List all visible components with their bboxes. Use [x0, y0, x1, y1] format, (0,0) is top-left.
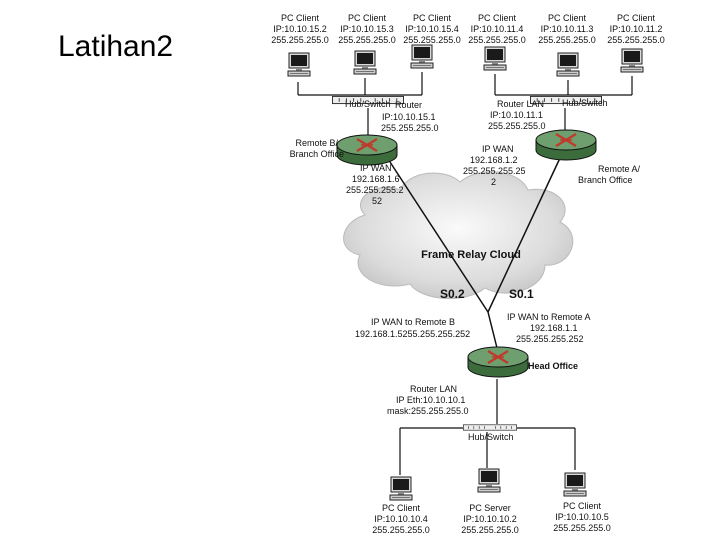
pc-client-icon	[353, 50, 377, 75]
pc-mask: 255.255.255.0	[338, 35, 396, 45]
remote-a-name-line2: Branch Office	[578, 175, 632, 185]
pc-ip: IP:10.10.10.5	[555, 512, 609, 522]
router-icon	[534, 128, 598, 162]
pc-mask: 255.255.255.0	[607, 35, 665, 45]
remote-b-name-line2: Branch Office	[290, 149, 344, 159]
remote-b-lan-line2: IP:10.10.15.1	[382, 112, 436, 122]
remote-a-name-line1: Remote A/	[598, 164, 641, 174]
head-wan-b-line1: IP WAN to Remote B	[371, 317, 455, 327]
remote-b-wan-line1: IP WAN	[360, 163, 392, 173]
pc-client-icon	[287, 52, 311, 77]
pc-title: PC Server	[469, 503, 511, 513]
pc-mask: 255.255.255.0	[372, 525, 430, 535]
pc-server-icon	[477, 468, 501, 493]
pc-title: PC Client	[382, 503, 421, 513]
remote-a-lan	[483, 46, 644, 162]
pc-mask: 255.255.255.0	[553, 523, 611, 533]
remote-a-wan-line3: 255.255.255.25	[463, 166, 526, 176]
hub-switch-icon	[463, 424, 517, 431]
cloud-label: Frame Relay Cloud	[421, 249, 521, 261]
pc-title: PC Client	[617, 13, 656, 23]
pc-ip: IP:10.10.10.2	[463, 514, 517, 524]
head-wan-a-line1: IP WAN to Remote A	[507, 312, 591, 322]
pc-client-icon	[563, 472, 587, 497]
interface-s01-label: S0.1	[509, 287, 534, 301]
head-lan-line2: IP Eth:10.10.10.1	[396, 395, 465, 405]
pc-mask: 255.255.255.0	[271, 35, 329, 45]
hub-label: Hub/Switch	[468, 432, 514, 442]
pc-client-icon	[410, 44, 434, 69]
remote-b-name-line1: Remote B/	[295, 138, 338, 148]
pc-ip: IP:10.10.15.3	[340, 24, 394, 34]
wan-link-head-office	[487, 311, 498, 349]
head-office-router-icon	[466, 345, 530, 379]
remote-a-wan-line2: 192.168.1.2	[470, 155, 518, 165]
pc-ip: IP:10.10.11.2	[610, 24, 663, 34]
remote-b-wan-line2: 192.168.1.6	[352, 174, 400, 184]
router-icon	[335, 133, 399, 167]
pc-ip: IP:10.10.10.4	[374, 514, 428, 524]
head-wan-a-line2: 192.168.1.1	[530, 323, 578, 333]
pc-mask: 255.255.255.0	[461, 525, 519, 535]
head-lan-line3: mask:255.255.255.0	[387, 406, 469, 416]
pc-title: PC Client	[348, 13, 387, 23]
pc-ip: IP:10.10.11.3	[541, 24, 594, 34]
remote-b-lan-line3: 255.255.255.0	[381, 123, 439, 133]
remote-a-lan-line2: IP:10.10.11.1	[490, 110, 543, 120]
head-lan-line1: Router LAN	[410, 384, 457, 394]
pc-ip: IP:10.10.15.4	[405, 24, 459, 34]
pc-client-icon	[556, 52, 580, 77]
head-office-lan	[389, 379, 587, 501]
pc-title: PC Client	[563, 501, 602, 511]
remote-a-lan-line3: 255.255.255.0	[488, 121, 546, 131]
hub-label: Hub/Switch	[562, 98, 608, 108]
pc-title: PC Client	[281, 13, 320, 23]
pc-mask: 255.255.255.0	[403, 35, 461, 45]
wan-link-remote-b	[389, 161, 489, 313]
pc-title: PC Client	[478, 13, 517, 23]
pc-client-icon	[620, 48, 644, 73]
remote-b-lan	[287, 44, 434, 167]
remote-b-wan-line4: 52	[372, 196, 382, 206]
pc-mask: 255.255.255.0	[468, 35, 526, 45]
remote-a-wan-line4: 2	[491, 177, 496, 187]
head-wan-b-line2: 192.168.1.5255.255.255.252	[355, 329, 470, 339]
pc-client-icon	[483, 46, 507, 71]
hub-label: Hub/Switch	[345, 99, 391, 109]
remote-b-lan-line1: Router	[395, 100, 422, 110]
slide-title: Latihan2	[58, 30, 174, 63]
head-office-name: Head Office	[528, 361, 578, 371]
pc-ip: IP:10.10.15.2	[273, 24, 327, 34]
frame-relay-cloud	[343, 171, 574, 300]
pc-title: PC Client	[413, 13, 452, 23]
remote-b-wan-line3: 255.255.255.2	[346, 185, 404, 195]
pc-mask: 255.255.255.0	[538, 35, 596, 45]
remote-a-lan-line1: Router LAN	[497, 99, 544, 109]
head-wan-a-line3: 255.255.255.252	[516, 334, 584, 344]
pc-ip: IP:10.10.11.4	[471, 24, 524, 34]
remote-a-wan-line1: IP WAN	[482, 144, 514, 154]
pc-client-icon	[389, 476, 413, 501]
wan-link-remote-a	[487, 157, 561, 313]
pc-title: PC Client	[548, 13, 587, 23]
interface-s02-label: S0.2	[440, 287, 465, 301]
